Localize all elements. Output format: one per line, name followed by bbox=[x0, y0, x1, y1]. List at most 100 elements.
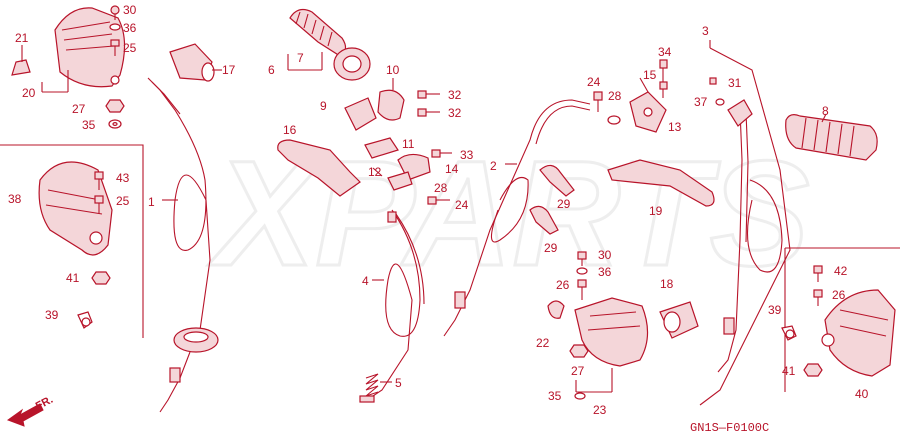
choke-cable-2[interactable] bbox=[443, 99, 591, 337]
hand-guard-lower-centre[interactable] bbox=[574, 297, 649, 367]
callout-11: 11 bbox=[402, 137, 415, 151]
callout-6: 6 bbox=[268, 63, 275, 77]
bolt-34[interactable] bbox=[659, 59, 668, 82]
washer-36-top[interactable] bbox=[109, 23, 121, 31]
bolt-30-centre[interactable] bbox=[577, 251, 587, 266]
lever-16[interactable] bbox=[277, 139, 361, 197]
callout-34: 34 bbox=[658, 45, 672, 59]
washer-35-centre[interactable] bbox=[574, 392, 586, 400]
bolt-25-lower[interactable] bbox=[94, 195, 104, 214]
callout-24-mid: 24 bbox=[455, 198, 469, 212]
callout-18: 18 bbox=[660, 277, 674, 291]
callout-22: 22 bbox=[536, 336, 550, 350]
callout-28-mid: 28 bbox=[434, 181, 448, 195]
callout-25-top: 25 bbox=[123, 41, 137, 55]
callout-1: 1 bbox=[148, 195, 155, 209]
callout-37: 37 bbox=[694, 95, 708, 109]
housing-31[interactable] bbox=[727, 99, 753, 127]
throttle-cable-1[interactable] bbox=[147, 77, 219, 413]
boot-17[interactable] bbox=[169, 43, 215, 82]
throttle-cable-3[interactable] bbox=[717, 109, 783, 373]
callout-21: 21 bbox=[15, 31, 29, 45]
leader-8 bbox=[821, 113, 827, 123]
clutch-cable-4[interactable] bbox=[363, 209, 425, 403]
hand-guard-left-upper[interactable] bbox=[54, 7, 126, 88]
callout-16: 16 bbox=[283, 123, 297, 137]
nut-27-centre[interactable] bbox=[569, 344, 589, 358]
callout-5: 5 bbox=[395, 376, 402, 390]
screw-33[interactable] bbox=[431, 149, 452, 158]
throttle-grip-7[interactable] bbox=[289, 8, 371, 81]
knob-22[interactable] bbox=[547, 300, 565, 319]
callout-7: 7 bbox=[297, 51, 304, 65]
hand-guard-right-lower[interactable] bbox=[821, 289, 896, 377]
collar-28-top[interactable] bbox=[607, 115, 621, 125]
nut-41-left[interactable] bbox=[91, 271, 111, 285]
leader-6-7 bbox=[287, 52, 323, 71]
callout-19: 19 bbox=[649, 204, 663, 218]
screw-32-a[interactable] bbox=[417, 90, 440, 99]
callout-36-centre: 36 bbox=[598, 265, 612, 279]
nut-41-right[interactable] bbox=[803, 363, 823, 377]
bracket-13[interactable] bbox=[629, 91, 667, 133]
callout-2: 2 bbox=[490, 159, 497, 173]
clamp-29-lower[interactable] bbox=[529, 205, 559, 235]
switch-12-28[interactable] bbox=[387, 171, 413, 191]
hand-guard-left-lower[interactable] bbox=[38, 161, 113, 256]
boot-18[interactable] bbox=[659, 301, 699, 339]
bolt-43[interactable] bbox=[94, 171, 104, 190]
bolt-26-right[interactable] bbox=[813, 289, 823, 306]
callout-27-centre: 27 bbox=[571, 364, 585, 378]
callout-12: 12 bbox=[368, 165, 382, 179]
callout-42: 42 bbox=[834, 264, 848, 278]
callout-40: 40 bbox=[855, 387, 869, 401]
housing-10[interactable] bbox=[377, 89, 405, 121]
callout-30-top: 30 bbox=[123, 3, 137, 17]
grip-8[interactable] bbox=[785, 114, 878, 161]
callout-23: 23 bbox=[593, 403, 607, 417]
callout-31: 31 bbox=[728, 76, 742, 90]
screw-32-b[interactable] bbox=[417, 108, 440, 117]
callout-24-top: 24 bbox=[587, 75, 601, 89]
callout-25-lower: 25 bbox=[116, 194, 130, 208]
screw-31[interactable] bbox=[709, 77, 717, 85]
callout-26-centre: 26 bbox=[556, 278, 570, 292]
callout-33: 33 bbox=[460, 148, 474, 162]
spring-5[interactable] bbox=[359, 373, 379, 403]
bolt-26-centre[interactable] bbox=[577, 279, 587, 300]
callout-29-upper: 29 bbox=[557, 197, 571, 211]
screw-30-top[interactable] bbox=[110, 5, 120, 20]
leader-20 bbox=[41, 70, 69, 93]
lever-19[interactable] bbox=[607, 159, 715, 207]
callout-4: 4 bbox=[362, 274, 369, 288]
clip-39-right[interactable] bbox=[781, 325, 797, 341]
nut-27-left[interactable] bbox=[105, 99, 125, 113]
housing-9[interactable] bbox=[344, 97, 377, 131]
callout-30-centre: 30 bbox=[598, 248, 612, 262]
bolt-24-mid[interactable] bbox=[427, 196, 450, 205]
washer-36-centre[interactable] bbox=[576, 267, 588, 275]
left-group-box bbox=[0, 144, 144, 338]
callout-38: 38 bbox=[8, 192, 22, 206]
callout-32-a: 32 bbox=[448, 88, 462, 102]
callout-10: 10 bbox=[386, 63, 400, 77]
bolt-42[interactable] bbox=[813, 265, 823, 282]
clip-39-left[interactable] bbox=[77, 311, 93, 329]
bolt-25-top[interactable] bbox=[110, 39, 120, 56]
callout-17: 17 bbox=[222, 63, 236, 77]
washer-37[interactable] bbox=[715, 98, 725, 106]
clamp-29-upper[interactable] bbox=[539, 164, 575, 197]
callout-13: 13 bbox=[668, 120, 682, 134]
callout-9: 9 bbox=[320, 99, 327, 113]
front-direction-label: FR. bbox=[34, 394, 55, 413]
washer-35-left[interactable] bbox=[108, 119, 122, 129]
callout-27-left: 27 bbox=[72, 102, 86, 116]
lever-holder-11[interactable] bbox=[364, 137, 399, 159]
bracket-21[interactable] bbox=[11, 59, 31, 76]
bolt-24-top[interactable] bbox=[593, 91, 603, 112]
callout-36-top: 36 bbox=[123, 21, 137, 35]
callout-29-lower: 29 bbox=[544, 241, 558, 255]
bolt-15[interactable] bbox=[659, 81, 668, 98]
callout-14: 14 bbox=[445, 162, 459, 176]
